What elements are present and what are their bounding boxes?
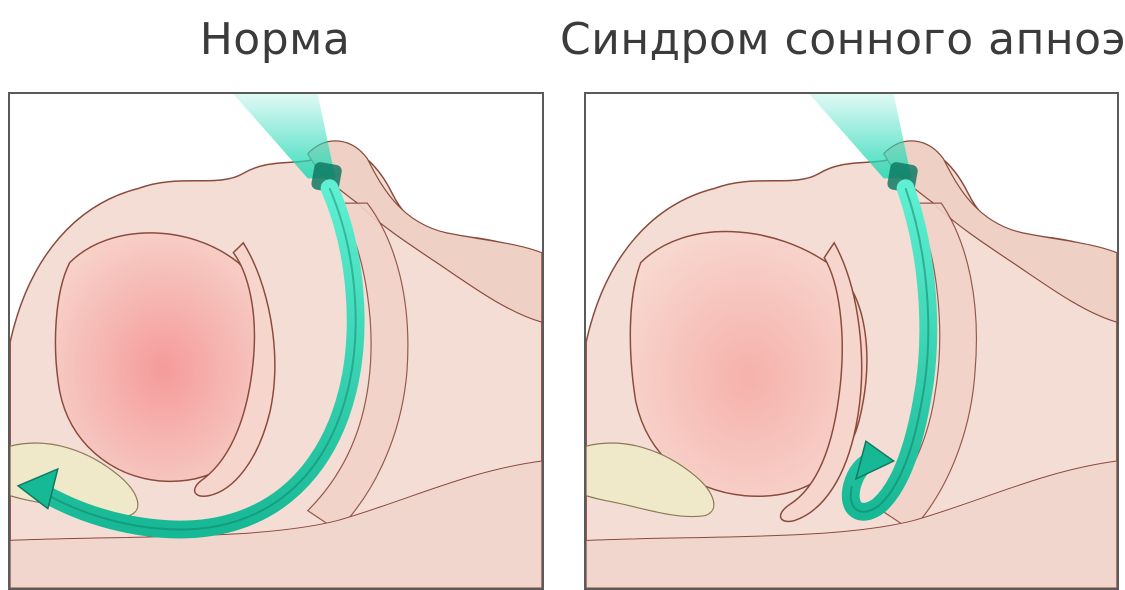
normal-airway-illustration (10, 94, 542, 588)
panel-normal-airway (8, 92, 544, 590)
apnea-airway-illustration (586, 94, 1117, 588)
panel-sleep-apnea-airway (584, 92, 1119, 590)
title-normal: Норма (10, 8, 540, 72)
title-sleep-apnea: Синдром сонного апноэ (560, 8, 1125, 72)
